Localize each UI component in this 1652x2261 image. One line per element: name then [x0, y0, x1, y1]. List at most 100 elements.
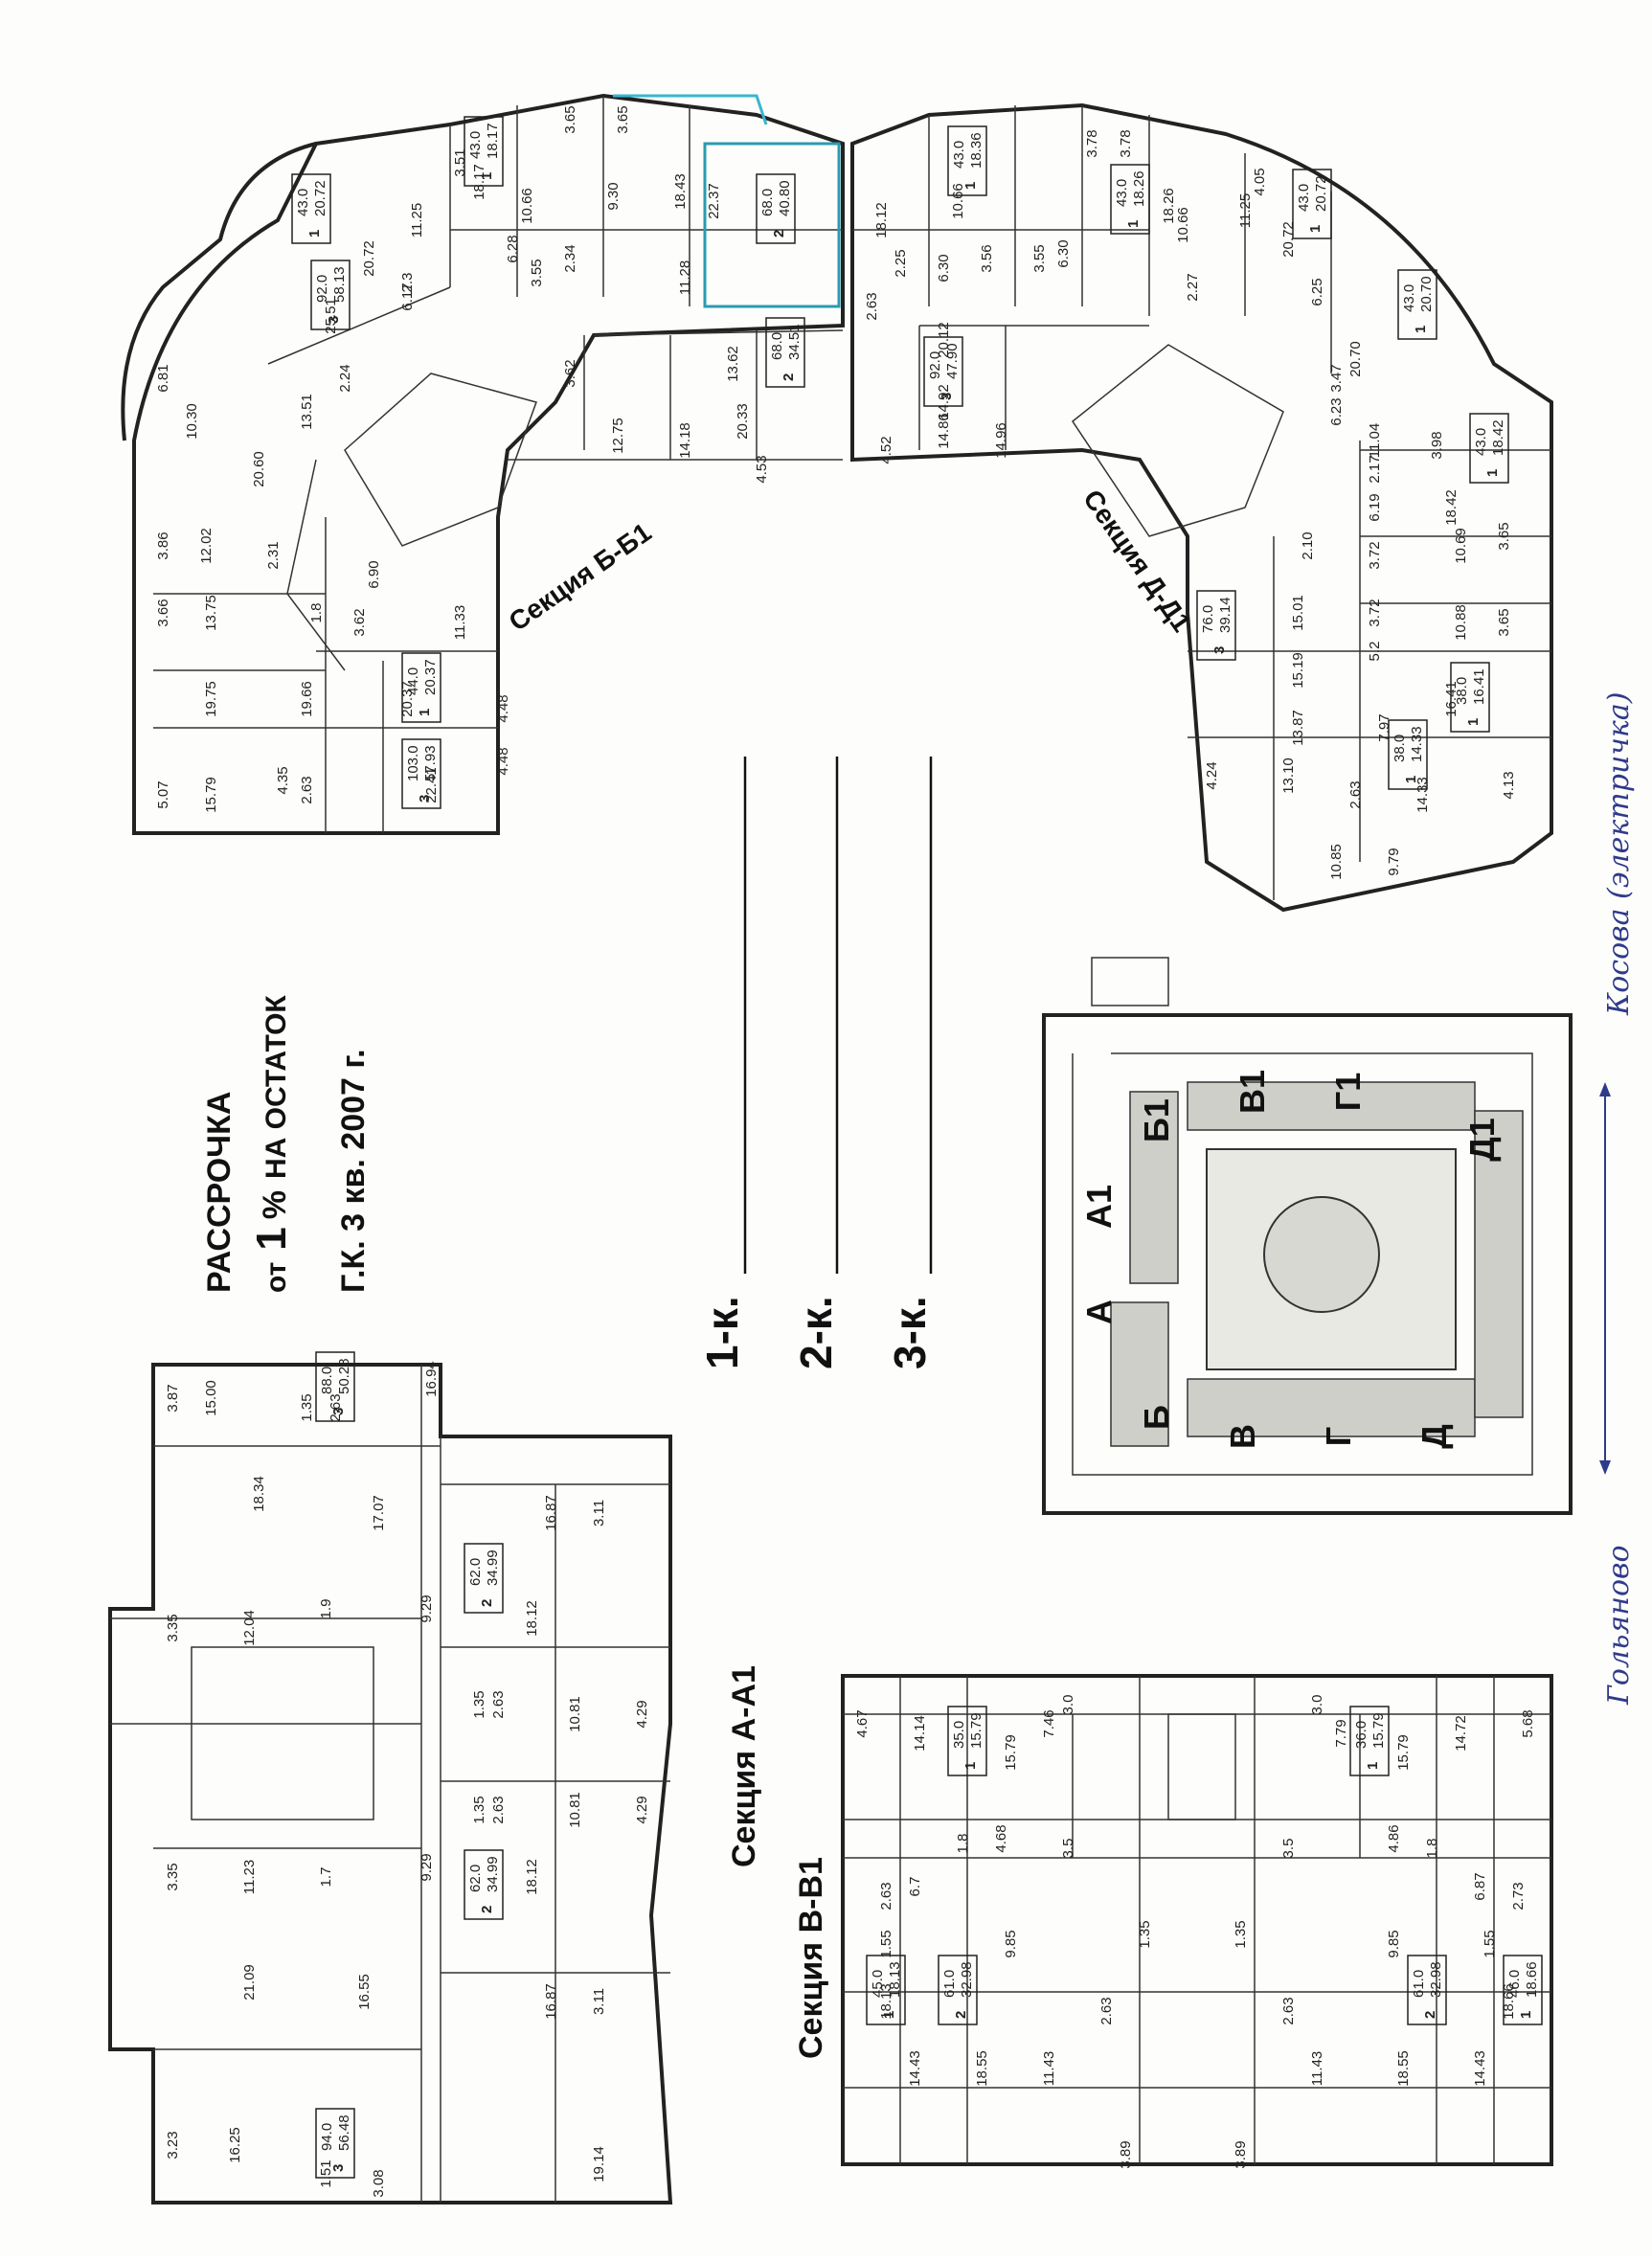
room-type-label: 2-к. — [791, 1296, 841, 1369]
unit-living: 15.79 — [968, 1712, 984, 1749]
unit-area: 43.0 — [1296, 184, 1312, 212]
vv1-room-area: 7.46 — [1041, 1709, 1057, 1737]
section-aa1-label: Секция А-А1 — [726, 1665, 762, 1867]
bb1-room-area: 20.37 — [399, 681, 416, 717]
site-section-letter: В1 — [1233, 1070, 1272, 1114]
bb1-room-area: 15.79 — [203, 777, 219, 813]
bb1-room-area: 10.30 — [184, 403, 200, 440]
vv1-room-area: 1.55 — [878, 1930, 894, 1957]
dd1-room-area: 3.78 — [1084, 129, 1100, 157]
vv1-room-area: 2.63 — [878, 1882, 894, 1910]
aa1-room-area: 2.63 — [490, 1796, 507, 1823]
vv1-room-area: 14.43 — [907, 2050, 923, 2087]
unit-frame — [866, 1955, 906, 2025]
dd1-room-area: 7.97 — [1376, 713, 1392, 741]
bb1-room-area: 11.25 — [409, 203, 425, 237]
bb1-room-area: 2.34 — [562, 244, 578, 272]
svg-text:Гольяново: Гольяново — [1602, 1545, 1636, 1706]
bb1-room-area: 4.48 — [495, 694, 511, 722]
bb1-room-area: 19.66 — [299, 681, 315, 717]
vv1-room-area: 2.73 — [1510, 1882, 1527, 1910]
aa1-room-area: 19.14 — [591, 2146, 607, 2182]
svg-text:Секция Д-Д1: Секция Д-Д1 — [1077, 485, 1197, 638]
bb1-room-area: 13.75 — [203, 595, 219, 631]
dd1-room-area: 2.27 — [1185, 273, 1201, 301]
vv1-room-area: 14.14 — [912, 1715, 928, 1752]
room-type-3: 3-к. — [885, 1296, 935, 1369]
unit-area: 43.0 — [467, 131, 484, 159]
unit-living: 34.51 — [786, 324, 803, 360]
unit-area: 103.0 — [405, 745, 421, 781]
dd1-room-area: 3.72 — [1367, 599, 1383, 626]
unit-area: 43.0 — [1473, 428, 1489, 456]
aa1-room-area: 18.34 — [251, 1476, 267, 1512]
vv1-room-area: 3.89 — [1118, 2140, 1134, 2168]
bb1-room-area: 20.33 — [735, 403, 751, 440]
section-bb1-plan: 20.7211.253.5118.1710.666.283.552.349.30… — [121, 93, 845, 835]
vv1-room-area: 9.85 — [1003, 1930, 1019, 1957]
bb1-room-area: 19.75 — [203, 681, 219, 717]
dd1-room-area: 6.23 — [1328, 397, 1345, 425]
section-dd1-label: Секция Д-Д1 — [1077, 485, 1197, 638]
dd1-room-area: 10.66 — [950, 183, 966, 219]
bb1-room-area: 12.02 — [198, 528, 215, 564]
vv1-room-area: 3.0 — [1309, 1695, 1325, 1715]
dd1-room-area: 18.12 — [873, 202, 890, 238]
room-type-1: 1-к. — [697, 1296, 747, 1369]
unit-frame — [1292, 169, 1332, 239]
bb1-room-area: 13.62 — [725, 346, 741, 382]
bb1-room-area: 3.55 — [529, 259, 545, 286]
bb1-room-area: 3.86 — [155, 531, 171, 559]
aa1-room-area: 11.23 — [241, 1860, 258, 1894]
site-section-letter: Д1 — [1462, 1118, 1502, 1162]
dd1-room-area: 3.56 — [979, 244, 995, 272]
dd1-room-area: 3.47 — [1328, 364, 1345, 392]
dd1-room-area: 13.10 — [1280, 757, 1297, 794]
dd1-room-area: 2.63 — [1347, 780, 1364, 808]
unit-living: 18.42 — [1490, 419, 1506, 456]
unit-area: 61.0 — [941, 1970, 958, 1998]
unit-living: 56.48 — [336, 2114, 352, 2151]
unit-living: 58.13 — [331, 266, 348, 303]
bb1-room-area: 22.37 — [706, 183, 722, 219]
dd1-room-area: 3.72 — [1367, 541, 1383, 569]
unit-living: 32.98 — [959, 1961, 975, 1998]
aa1-room-area: 1.9 — [318, 1599, 334, 1619]
unit-rooms: 3 — [417, 795, 433, 803]
vv1-room-area: 4.86 — [1386, 1824, 1402, 1852]
unit-area: 35.0 — [951, 1721, 967, 1749]
dd1-room-area: 3.55 — [1031, 244, 1048, 272]
unit-rooms: 1 — [1307, 225, 1324, 233]
unit-frame — [1196, 590, 1236, 661]
promo-rate-line: от1%НА ОСТАТОК — [248, 995, 295, 1293]
vv1-room-area: 3.0 — [1060, 1695, 1076, 1715]
unit-living: 14.33 — [1409, 726, 1425, 762]
dd1-room-area: 4.05 — [1252, 168, 1268, 195]
vv1-room-area: 6.87 — [1472, 1872, 1488, 1900]
dd1-room-area: 10.88 — [1453, 604, 1469, 641]
site-section-letter: Г1 — [1328, 1073, 1368, 1111]
dd1-room-area: 2.63 — [864, 292, 880, 320]
vv1-room-area: 1.8 — [1424, 1839, 1440, 1859]
dd1-room-area: 10.69 — [1453, 528, 1469, 564]
unit-frame — [315, 1351, 355, 1422]
vv1-room-area: 4.68 — [993, 1824, 1009, 1852]
unit-living: 18.26 — [1131, 170, 1147, 207]
unit-rooms: 1 — [1484, 469, 1501, 477]
bb1-room-area: 4.53 — [754, 455, 770, 483]
unit-area: 94.0 — [319, 2123, 335, 2151]
dd1-room-area: 2.25 — [893, 249, 909, 277]
